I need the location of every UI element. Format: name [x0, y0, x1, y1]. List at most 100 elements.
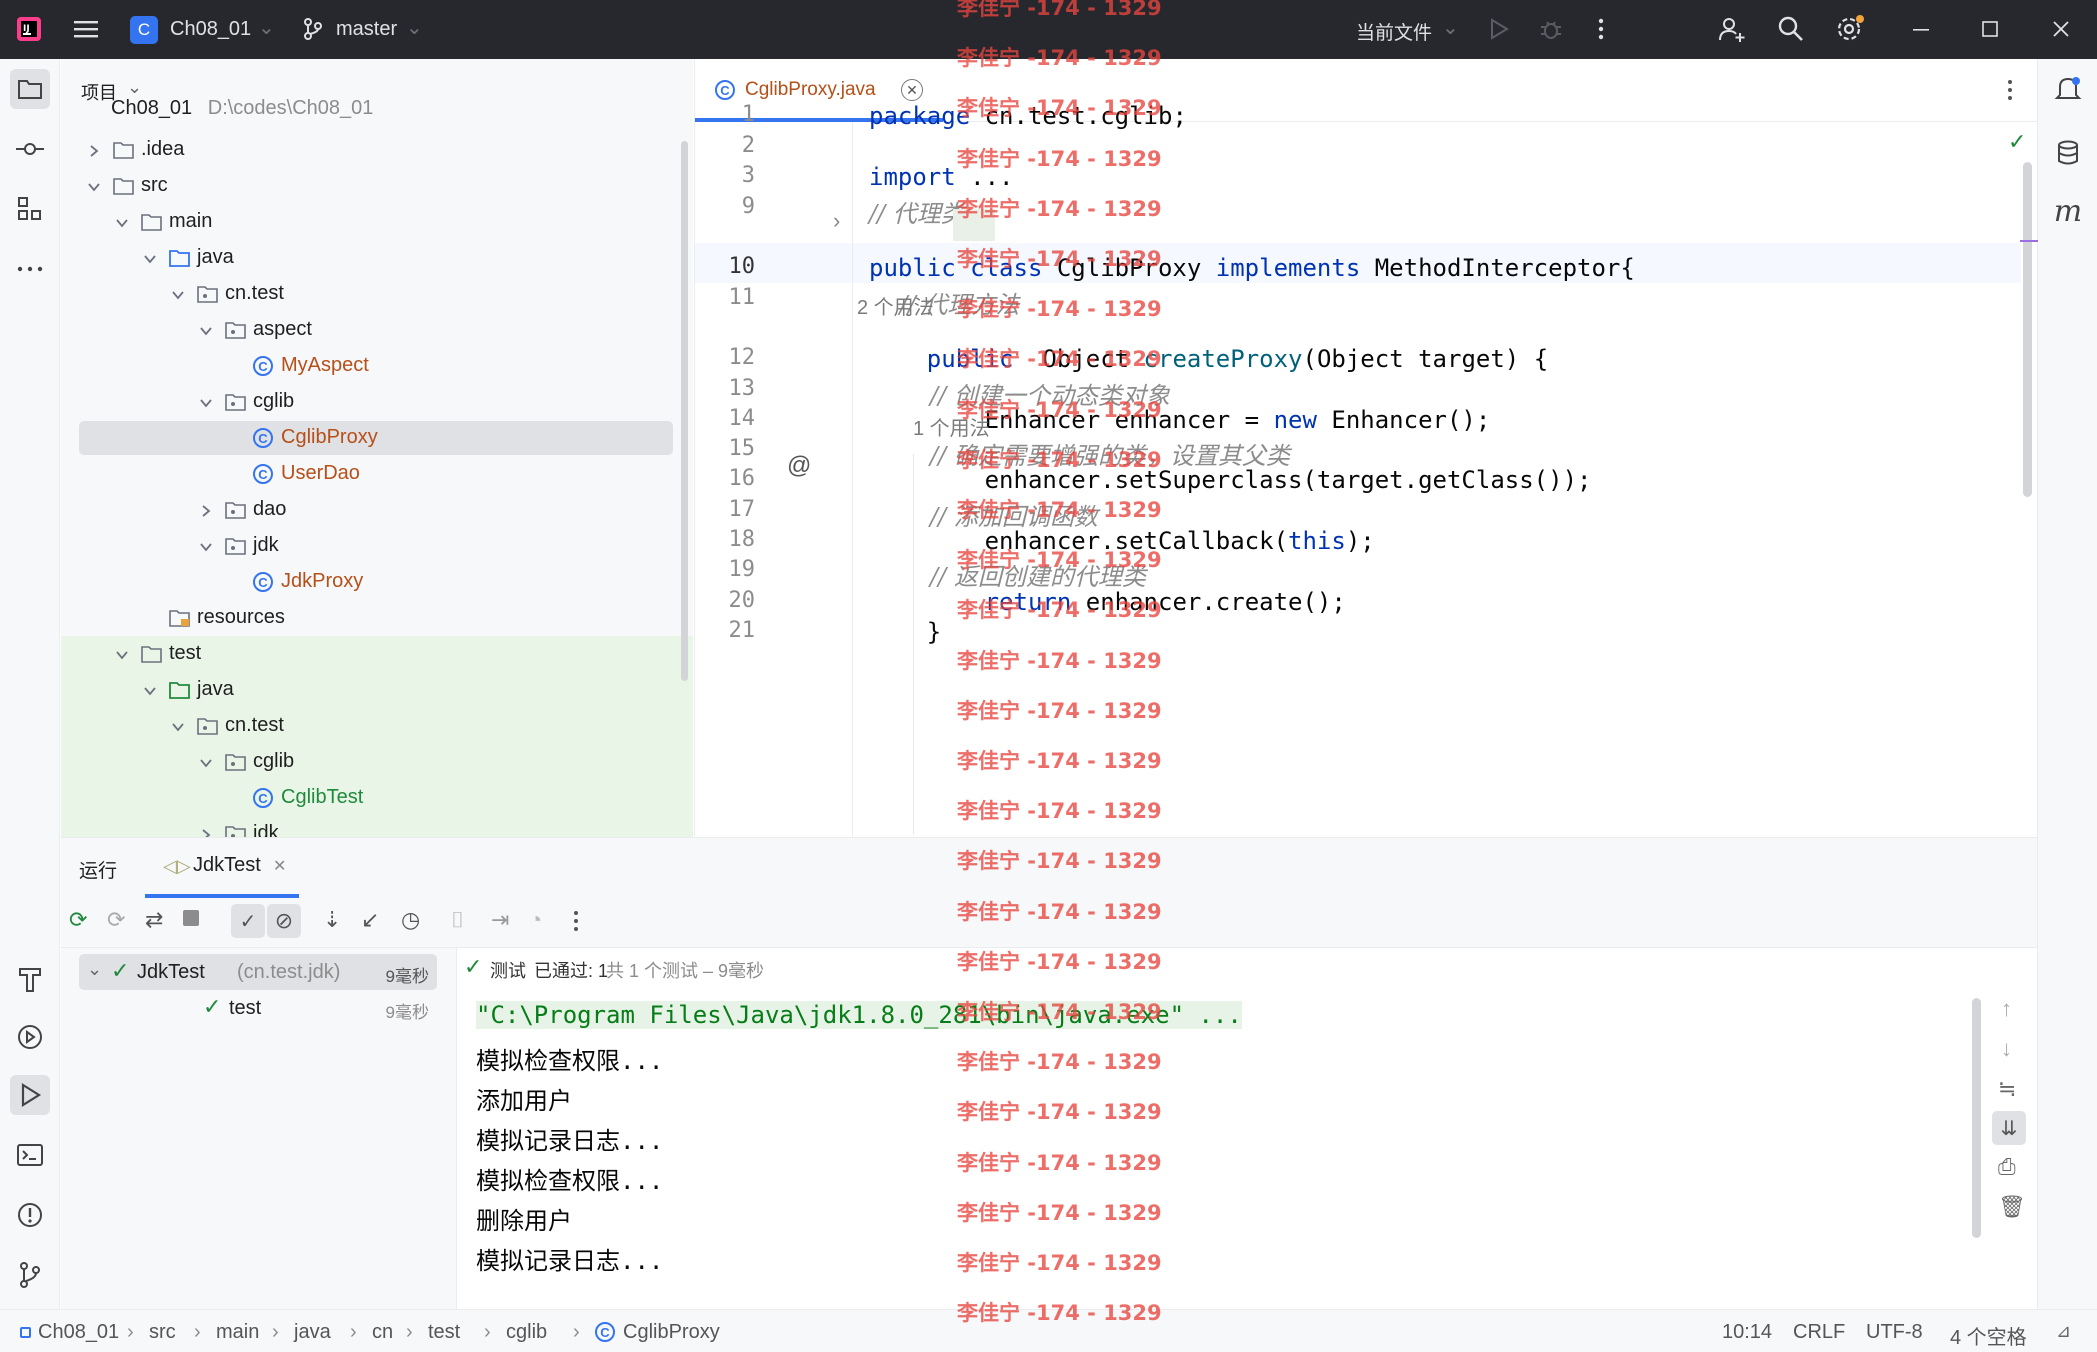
- run-panel-title[interactable]: 运行: [79, 861, 118, 882]
- tree-item-cn-test[interactable]: cn.test: [61, 276, 693, 312]
- chevron-down-icon[interactable]: [199, 393, 213, 408]
- database-icon[interactable]: [2048, 133, 2088, 173]
- snapshot-icon[interactable]: ⌷: [451, 907, 465, 932]
- project-name-dropdown[interactable]: Ch08_01: [170, 18, 252, 40]
- code-line[interactable]: 14 Enhancer enhancer = new Enhancer();: [695, 400, 2038, 440]
- breadcrumb-item[interactable]: java: [294, 1321, 331, 1343]
- services-tool-icon[interactable]: [10, 1017, 50, 1057]
- tree-item-dao[interactable]: dao: [61, 492, 693, 528]
- rerun-icon[interactable]: ⟳: [69, 907, 88, 932]
- tree-item-jdk[interactable]: jdk: [61, 528, 693, 564]
- tree-item-cn-test[interactable]: cn.test: [61, 708, 693, 744]
- close-tab-icon[interactable]: ✕: [901, 79, 923, 101]
- chevron-down-icon[interactable]: [143, 681, 157, 696]
- soft-wrap-icon[interactable]: ≒: [1998, 1076, 2017, 1101]
- run-icon[interactable]: [1484, 14, 1514, 44]
- tree-item-idea[interactable]: .idea: [61, 132, 693, 168]
- breadcrumb-item[interactable]: cn: [372, 1321, 394, 1343]
- search-icon[interactable]: [1776, 14, 1806, 44]
- git-tool-icon[interactable]: [10, 1255, 50, 1295]
- code-line[interactable]: 13 // 创建一个动态类对象: [695, 370, 2038, 410]
- problems-tool-icon[interactable]: [10, 1195, 50, 1235]
- intellij-logo-icon[interactable]: IJ: [14, 14, 44, 44]
- stop-icon[interactable]: [183, 910, 199, 926]
- indent-setting[interactable]: 4 个空格: [1950, 1327, 2027, 1349]
- chevron-down-icon[interactable]: ⌄: [258, 17, 275, 39]
- code-line[interactable]: 20 return enhancer.create();: [695, 582, 2038, 622]
- tree-item-src[interactable]: src: [61, 168, 693, 204]
- project-scrollbar[interactable]: [681, 141, 688, 681]
- chevron-down-icon[interactable]: [115, 645, 129, 660]
- breadcrumb-item[interactable]: src: [149, 1321, 176, 1343]
- chevron-down-icon[interactable]: [199, 537, 213, 552]
- coverage-icon[interactable]: ◔: [529, 907, 543, 932]
- code-line[interactable]: 15 // 确定需要增强的类，设置其父类: [695, 430, 2038, 470]
- tree-item-cglib[interactable]: cglib: [61, 744, 693, 780]
- scroll-up-icon[interactable]: ↑: [2001, 996, 2012, 1021]
- tree-item-test[interactable]: test: [61, 636, 693, 672]
- close-tab-icon[interactable]: ✕: [273, 858, 287, 875]
- add-user-icon[interactable]: [1717, 14, 1747, 44]
- console-output[interactable]: ✓ 测试 已通过: 1 共 1 个测试 – 9毫秒 "C:\Program Fi…: [458, 948, 2037, 1310]
- tree-item-cglib[interactable]: cglib: [61, 384, 693, 420]
- print-icon[interactable]: ⎙: [1998, 1154, 2016, 1179]
- inspection-ok-icon[interactable]: ✓: [2008, 129, 2027, 154]
- more-tools-icon[interactable]: [10, 249, 50, 289]
- chevron-down-icon[interactable]: ⌄: [87, 959, 103, 979]
- maven-icon[interactable]: m: [2053, 193, 2083, 229]
- show-ignored-icon[interactable]: ⊘: [267, 904, 301, 938]
- clear-all-icon[interactable]: 🗑: [1998, 1194, 2026, 1219]
- sort-alpha-icon[interactable]: ⇣: [323, 907, 342, 932]
- tree-item-java[interactable]: java: [61, 240, 693, 276]
- branch-dropdown[interactable]: master: [336, 18, 398, 40]
- tree-item-aspect[interactable]: aspect: [61, 312, 693, 348]
- tree-item-main[interactable]: main: [61, 204, 693, 240]
- tree-item-java[interactable]: java: [61, 672, 693, 708]
- chevron-down-icon[interactable]: ⌄: [127, 77, 143, 97]
- run-tab-jdktest[interactable]: ◁▷ JdkTest ✕: [145, 838, 299, 898]
- chevron-down-icon[interactable]: [171, 285, 185, 300]
- close-window-icon[interactable]: [2046, 14, 2076, 44]
- notifications-icon[interactable]: [2048, 69, 2088, 109]
- code-line[interactable]: 2: [695, 127, 2038, 167]
- code-line[interactable]: 16 enhancer.setSuperclass(target.getClas…: [695, 460, 2038, 500]
- settings-gear-icon[interactable]: [1835, 14, 1865, 44]
- structure-tool-icon[interactable]: [10, 189, 50, 229]
- code-line[interactable]: 12 public Object createProxy(Object targ…: [695, 339, 2038, 379]
- import-results-icon[interactable]: ⇥: [491, 907, 510, 932]
- run-tool-icon[interactable]: [10, 1075, 50, 1115]
- folded-import-marker[interactable]: [953, 209, 995, 241]
- chevron-down-icon[interactable]: [115, 213, 129, 228]
- code-line[interactable]: 19 // 返回创建的代理类: [695, 551, 2038, 591]
- toggle-auto-test-icon[interactable]: ⇄: [145, 907, 164, 932]
- usage-hint-class[interactable]: 2 个用法: [857, 297, 934, 319]
- show-passed-icon[interactable]: ✓: [231, 904, 265, 938]
- project-panel-title[interactable]: 项目: [81, 83, 117, 103]
- chevron-right-icon[interactable]: [199, 501, 213, 517]
- debug-icon[interactable]: [1536, 14, 1566, 44]
- project-root-row[interactable]: Ch08_01 D:\codes\Ch08_01: [111, 97, 373, 123]
- breadcrumb-item[interactable]: CglibProxy: [623, 1321, 720, 1343]
- code-line[interactable]: 18 enhancer.setCallback(this);: [695, 521, 2038, 561]
- test-row-jdktest[interactable]: ⌄ ✓ JdkTest (cn.test.jdk) 9毫秒: [79, 954, 437, 990]
- code-line[interactable]: 17 // 添加回调函数: [695, 491, 2038, 531]
- chevron-down-icon[interactable]: ⌄: [1442, 17, 1459, 39]
- tree-item-resources[interactable]: resources: [61, 600, 693, 636]
- chevron-right-icon[interactable]: [87, 141, 101, 157]
- file-encoding[interactable]: UTF-8: [1866, 1321, 1923, 1343]
- editor-scrollbar[interactable]: [2023, 162, 2032, 497]
- test-history-icon[interactable]: ◷: [401, 907, 421, 932]
- scroll-down-icon[interactable]: ↓: [2001, 1036, 2012, 1061]
- chevron-down-icon[interactable]: [199, 753, 213, 768]
- run-more-icon[interactable]: [573, 910, 579, 937]
- lock-icon[interactable]: ⊿: [2056, 1321, 2072, 1341]
- test-row-test[interactable]: ✓ test 9毫秒: [79, 990, 437, 1026]
- chevron-down-icon[interactable]: ⌄: [406, 17, 423, 39]
